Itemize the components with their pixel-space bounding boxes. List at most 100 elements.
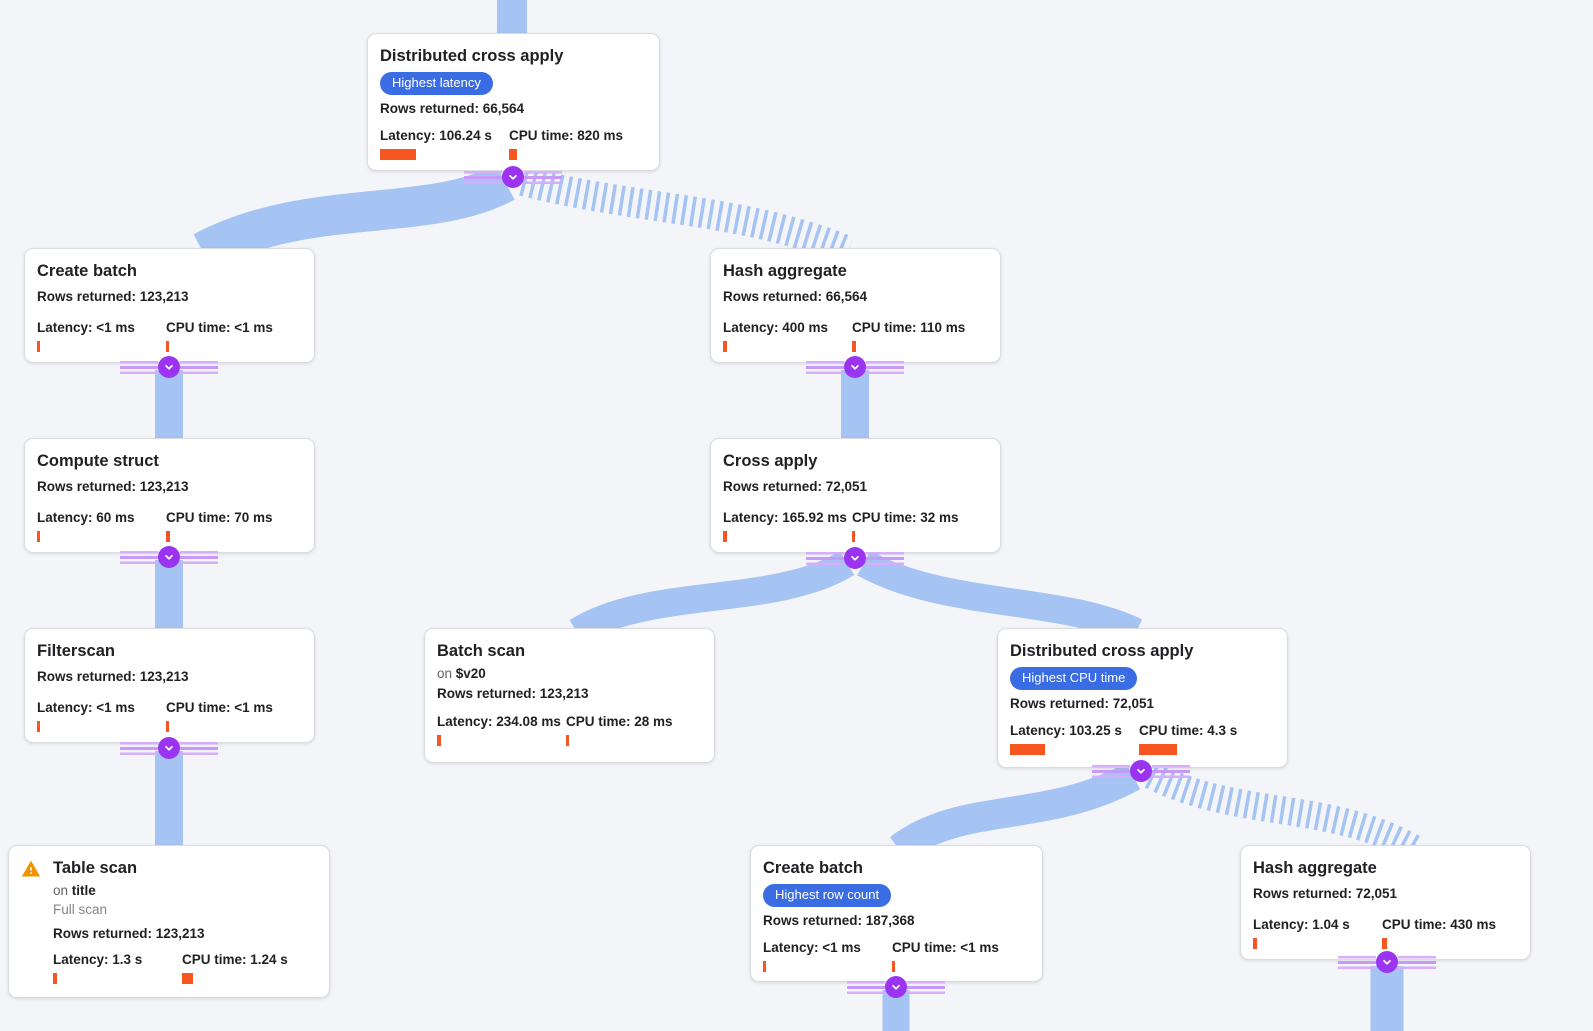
- latency-bar: [53, 973, 57, 984]
- cpu-label: CPU time: 430 ms: [1382, 917, 1497, 932]
- edge-cross-apply-to-batch-scan: [569, 550, 855, 645]
- rows-returned: Rows returned: 123,213: [37, 479, 189, 494]
- connector-stripe: [907, 980, 945, 994]
- cpu-label: CPU time: 28 ms: [566, 714, 673, 729]
- connector-stripe: [866, 360, 904, 374]
- plan-node-compute-struct[interactable]: Compute struct Rows returned: 123,213 La…: [24, 438, 315, 553]
- plan-node-create-batch-1[interactable]: Create batch Rows returned: 123,213 Late…: [24, 248, 315, 363]
- rows-returned: Rows returned: 123,213: [437, 686, 589, 701]
- chevron-down-icon: [885, 976, 907, 998]
- chevron-down-icon: [158, 356, 180, 378]
- cpu-label: CPU time: <1 ms: [166, 700, 273, 715]
- edge-dca2-to-create-batch2: [889, 762, 1141, 862]
- latency-label: Latency: 1.3 s: [53, 952, 143, 967]
- cpu-label: CPU time: <1 ms: [892, 940, 999, 955]
- connector-stripe: [806, 360, 844, 374]
- latency-label: Latency: 1.04 s: [1253, 917, 1350, 932]
- latency-label: Latency: <1 ms: [37, 320, 135, 335]
- plan-node-hash-aggregate-1[interactable]: Hash aggregate Rows returned: 66,564 Lat…: [710, 248, 1001, 363]
- latency-bar: [437, 735, 441, 746]
- node-title: Filterscan: [37, 642, 115, 660]
- cpu-label: CPU time: <1 ms: [166, 320, 273, 335]
- latency-metric: Latency: 400 ms: [723, 319, 852, 352]
- plan-node-distributed-cross-apply-1[interactable]: Distributed cross apply Highest latency …: [367, 33, 660, 171]
- cpu-metric: CPU time: 1.24 s: [182, 951, 311, 984]
- collapse-toggle-dca2[interactable]: [1092, 760, 1190, 782]
- plan-node-distributed-cross-apply-2[interactable]: Distributed cross apply Highest CPU time…: [997, 628, 1288, 768]
- connector-stripe: [866, 551, 904, 565]
- collapse-toggle-create-batch-1[interactable]: [120, 356, 218, 378]
- plan-node-create-batch-2[interactable]: Create batch Highest row count Rows retu…: [750, 845, 1043, 982]
- collapse-toggle-filterscan[interactable]: [120, 737, 218, 759]
- latency-metric: Latency: <1 ms: [763, 939, 892, 972]
- chevron-down-icon: [158, 546, 180, 568]
- collapse-toggle-compute-struct[interactable]: [120, 546, 218, 568]
- connector-stripe: [524, 170, 562, 184]
- latency-metric: Latency: <1 ms: [37, 319, 166, 352]
- cpu-bar: [166, 531, 170, 542]
- edge-dca1-to-hash-aggregate: [519, 166, 854, 265]
- latency-bar: [723, 531, 727, 542]
- plan-node-filterscan[interactable]: Filterscan Rows returned: 123,213 Latenc…: [24, 628, 315, 743]
- plan-node-table-scan[interactable]: Table scan on title Full scan Rows retur…: [8, 845, 330, 998]
- cpu-bar: [166, 721, 169, 732]
- edge-dca1-to-create-batch: [193, 164, 515, 270]
- warning-icon: [21, 859, 41, 879]
- plan-node-hash-aggregate-2[interactable]: Hash aggregate Rows returned: 72,051 Lat…: [1240, 845, 1531, 960]
- node-title: Batch scan: [437, 642, 526, 660]
- collapse-toggle-dca1[interactable]: [464, 166, 562, 188]
- cpu-label: CPU time: 1.24 s: [182, 952, 288, 967]
- node-title: Table scan: [53, 859, 138, 877]
- collapse-toggle-create-batch-2[interactable]: [847, 976, 945, 998]
- rows-returned: Rows returned: 123,213: [37, 289, 189, 304]
- cpu-bar: [166, 341, 169, 352]
- node-title: Create batch: [763, 859, 863, 877]
- node-title: Hash aggregate: [1253, 859, 1377, 877]
- latency-bar: [37, 341, 40, 352]
- cpu-bar: [566, 735, 569, 746]
- rows-returned: Rows returned: 66,564: [723, 289, 868, 304]
- cpu-metric: CPU time: 70 ms: [166, 509, 295, 542]
- chevron-down-icon: [844, 547, 866, 569]
- latency-label: Latency: 60 ms: [37, 510, 135, 525]
- highest-row-count-badge: Highest row count: [763, 884, 892, 907]
- node-title: Distributed cross apply: [380, 47, 564, 65]
- cpu-metric: CPU time: 32 ms: [852, 509, 981, 542]
- node-title: Compute struct: [37, 452, 159, 470]
- cpu-bar: [182, 973, 193, 984]
- collapse-toggle-cross-apply[interactable]: [806, 547, 904, 569]
- node-title: Create batch: [37, 262, 137, 280]
- cpu-label: CPU time: 32 ms: [852, 510, 959, 525]
- latency-metric: Latency: 103.25 s: [1010, 722, 1139, 755]
- latency-metric: Latency: 1.3 s: [53, 951, 182, 984]
- latency-bar: [37, 721, 40, 732]
- cpu-metric: CPU time: <1 ms: [892, 939, 1021, 972]
- cpu-label: CPU time: 70 ms: [166, 510, 273, 525]
- chevron-down-icon: [1130, 760, 1152, 782]
- plan-node-cross-apply[interactable]: Cross apply Rows returned: 72,051 Latenc…: [710, 438, 1001, 553]
- connector-stripe: [120, 360, 158, 374]
- highest-cpu-time-badge: Highest CPU time: [1010, 667, 1138, 690]
- node-title: Cross apply: [723, 452, 818, 470]
- cpu-bar: [852, 341, 856, 352]
- cpu-metric: CPU time: 820 ms: [509, 127, 638, 160]
- connector-stripe: [120, 550, 158, 564]
- latency-bar: [380, 149, 416, 160]
- connector-stripe: [120, 741, 158, 755]
- full-scan-note: Full scan: [53, 902, 108, 917]
- rows-returned: Rows returned: 66,564: [380, 101, 525, 116]
- cpu-metric: CPU time: <1 ms: [166, 699, 295, 732]
- collapse-toggle-hash-aggregate-2[interactable]: [1338, 951, 1436, 973]
- cpu-bar: [852, 531, 855, 542]
- chevron-down-icon: [158, 737, 180, 759]
- connector-stripe: [847, 980, 885, 994]
- cpu-metric: CPU time: 430 ms: [1382, 916, 1511, 949]
- latency-metric: Latency: 1.04 s: [1253, 916, 1382, 949]
- rows-returned: Rows returned: 187,368: [763, 913, 915, 928]
- cpu-metric: CPU time: 110 ms: [852, 319, 981, 352]
- latency-metric: Latency: 234.08 ms: [437, 713, 566, 746]
- collapse-toggle-hash-aggregate-1[interactable]: [806, 356, 904, 378]
- plan-node-batch-scan[interactable]: Batch scan on $v20 Rows returned: 123,21…: [424, 628, 715, 763]
- latency-bar: [37, 531, 40, 542]
